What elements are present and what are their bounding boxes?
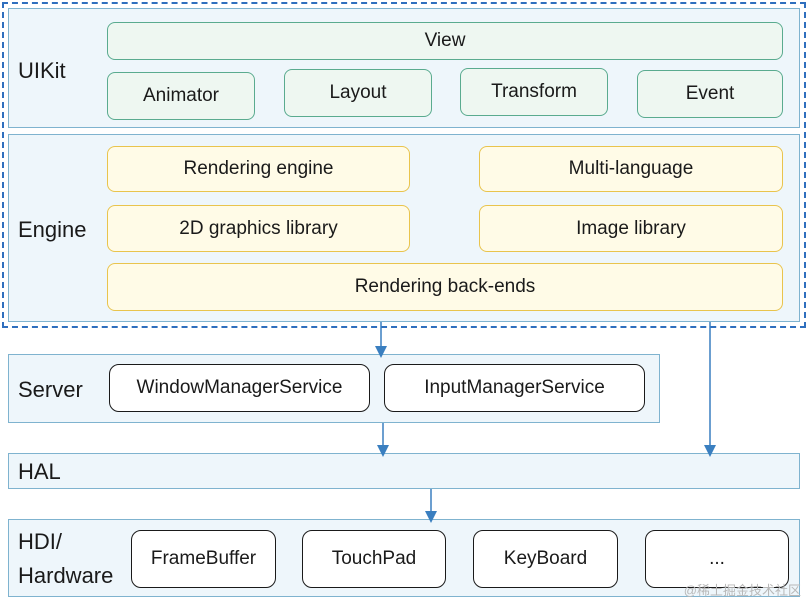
image-library-box: Image library xyxy=(479,205,783,252)
hal-label: HAL xyxy=(18,459,61,484)
hardware-label: Hardware xyxy=(18,563,114,588)
event-box: Event xyxy=(637,70,783,118)
touchpad-box: TouchPad xyxy=(302,530,446,588)
hal-layer xyxy=(8,453,800,489)
ui-framework-dashed-frame xyxy=(2,2,806,328)
input-manager-service-box: InputManagerService xyxy=(384,364,645,412)
watermark: @稀土掘金技术社区 xyxy=(683,583,801,598)
framebuffer-box: FrameBuffer xyxy=(131,530,276,588)
transform-box: Transform xyxy=(460,68,608,116)
keyboard-box: KeyBoard xyxy=(473,530,618,588)
server-label: Server xyxy=(18,377,83,402)
engine-label: Engine xyxy=(18,217,87,242)
uikit-label: UIKit xyxy=(18,58,66,83)
multi-language-box: Multi-language xyxy=(479,146,783,192)
animator-box: Animator xyxy=(107,72,255,120)
more-devices-box: ... xyxy=(645,530,789,588)
rendering-engine-box: Rendering engine xyxy=(107,146,410,192)
hdi-label: HDI/ xyxy=(18,529,62,554)
window-manager-service-box: WindowManagerService xyxy=(109,364,370,412)
view-box: View xyxy=(107,22,783,60)
layout-box: Layout xyxy=(284,69,432,117)
2d-graphics-library-box: 2D graphics library xyxy=(107,205,410,252)
rendering-backends-box: Rendering back-ends xyxy=(107,263,783,311)
